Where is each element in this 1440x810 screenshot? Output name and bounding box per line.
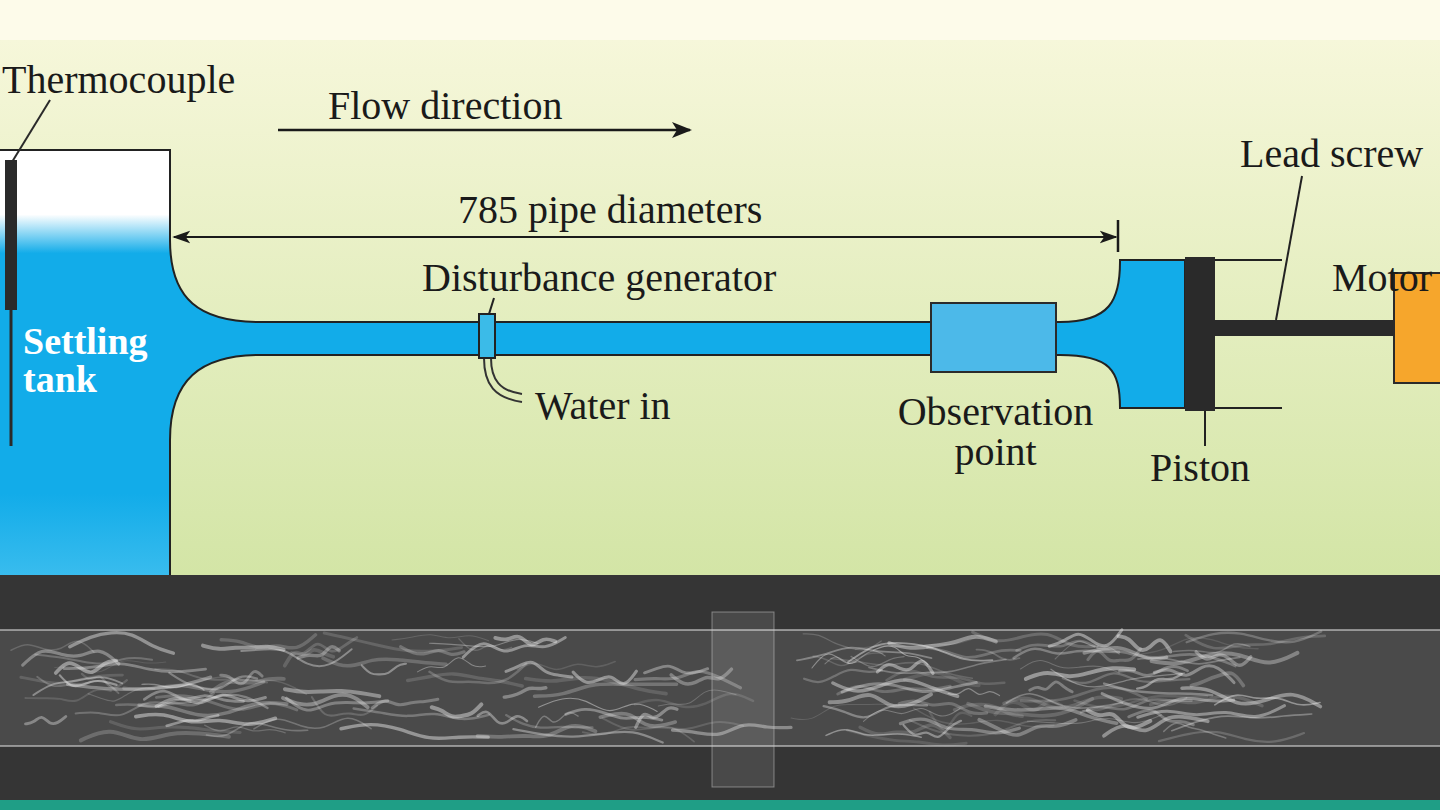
flow-arrow bbox=[278, 129, 690, 132]
wisp bbox=[1021, 661, 1120, 673]
tank-pipe-water bbox=[0, 150, 1185, 580]
wisp bbox=[1014, 649, 1119, 658]
bottom-strip bbox=[0, 800, 1440, 810]
wisp bbox=[833, 680, 958, 696]
wisp bbox=[1187, 631, 1322, 642]
part-label: Water in bbox=[535, 386, 671, 426]
wisp bbox=[1030, 682, 1072, 692]
wisp bbox=[847, 730, 966, 745]
wisp bbox=[136, 714, 276, 724]
dimension-line bbox=[174, 236, 1116, 238]
wisp bbox=[536, 713, 578, 728]
wisp bbox=[156, 696, 296, 710]
part-label: Disturbance generator bbox=[422, 258, 776, 298]
wisp bbox=[354, 708, 489, 718]
wisp bbox=[600, 714, 675, 727]
wisp bbox=[124, 682, 264, 692]
leader-line bbox=[1276, 176, 1302, 320]
motor-box: Motor bbox=[1393, 272, 1440, 384]
wisp bbox=[1137, 674, 1182, 688]
wisp bbox=[1164, 723, 1226, 738]
wisp bbox=[362, 664, 406, 675]
wisp bbox=[803, 634, 881, 650]
wisp bbox=[1129, 710, 1194, 724]
wisp bbox=[517, 662, 615, 670]
wisp bbox=[1152, 653, 1298, 663]
wisp bbox=[478, 712, 527, 723]
dimension-tick bbox=[1117, 220, 1120, 252]
thermocouple-wire bbox=[10, 310, 13, 446]
wisp bbox=[1174, 644, 1250, 653]
wisp bbox=[968, 699, 1092, 716]
flow-label: Flow direction bbox=[328, 86, 562, 126]
wisp bbox=[60, 675, 117, 686]
wisp bbox=[11, 641, 94, 652]
photo-flange bbox=[712, 612, 774, 787]
node-label: Observation point bbox=[872, 392, 1119, 472]
turbulent-wisps bbox=[11, 630, 1325, 745]
leader-line bbox=[1204, 411, 1206, 446]
top-band bbox=[0, 0, 1440, 40]
diagram-background bbox=[0, 40, 1440, 575]
node-label: Settling tank bbox=[23, 322, 183, 398]
wisp bbox=[804, 670, 882, 682]
part-label: Thermocouple bbox=[2, 60, 235, 100]
wisp bbox=[1159, 732, 1304, 742]
wisp bbox=[824, 705, 927, 717]
wisp bbox=[495, 637, 555, 645]
water-inlet-tube bbox=[491, 358, 522, 394]
wisp bbox=[221, 635, 315, 648]
wisp bbox=[873, 646, 928, 665]
wisp bbox=[341, 725, 488, 739]
wisp bbox=[869, 659, 1006, 673]
wisp bbox=[287, 698, 388, 710]
wisp bbox=[205, 725, 286, 733]
wisp bbox=[392, 635, 489, 641]
water-inlet-tube bbox=[484, 358, 522, 402]
wisp bbox=[1182, 688, 1320, 707]
part-label: Lead screw bbox=[1240, 134, 1423, 174]
disturbance-generator bbox=[479, 314, 495, 358]
wisp bbox=[323, 658, 446, 666]
piston-symbol bbox=[1185, 257, 1215, 411]
lead-screw-rod bbox=[1215, 320, 1397, 336]
flow-photograph bbox=[0, 575, 1440, 800]
wisp bbox=[1191, 673, 1243, 686]
wisp bbox=[513, 729, 662, 742]
wisp bbox=[1084, 648, 1166, 659]
leader-line bbox=[489, 298, 494, 314]
node-label: Motor bbox=[1332, 258, 1432, 298]
observation-box: Observation point bbox=[930, 302, 1057, 373]
wisp bbox=[70, 633, 174, 654]
wisp bbox=[813, 653, 883, 666]
wisp bbox=[1118, 636, 1170, 651]
wisp bbox=[26, 717, 66, 724]
wisp bbox=[408, 674, 522, 686]
wisp bbox=[81, 732, 229, 741]
wisp bbox=[324, 633, 461, 651]
wisp bbox=[889, 637, 996, 648]
wisp bbox=[417, 658, 485, 672]
wisp bbox=[35, 654, 152, 663]
wisp bbox=[430, 639, 538, 646]
wisp bbox=[539, 698, 658, 711]
wisp bbox=[298, 647, 339, 658]
wisp bbox=[25, 690, 111, 701]
leader-line bbox=[12, 100, 50, 162]
wisp bbox=[1055, 641, 1119, 659]
dimension-label: 785 pipe diameters bbox=[458, 190, 762, 230]
settling-tank: Settling tank bbox=[0, 150, 170, 575]
wisp bbox=[901, 719, 1020, 733]
wisp bbox=[927, 648, 1020, 658]
thermocouple-probe bbox=[5, 160, 17, 310]
wisp bbox=[1154, 666, 1234, 683]
wisp bbox=[535, 684, 677, 696]
part-label: Piston bbox=[1150, 448, 1250, 488]
